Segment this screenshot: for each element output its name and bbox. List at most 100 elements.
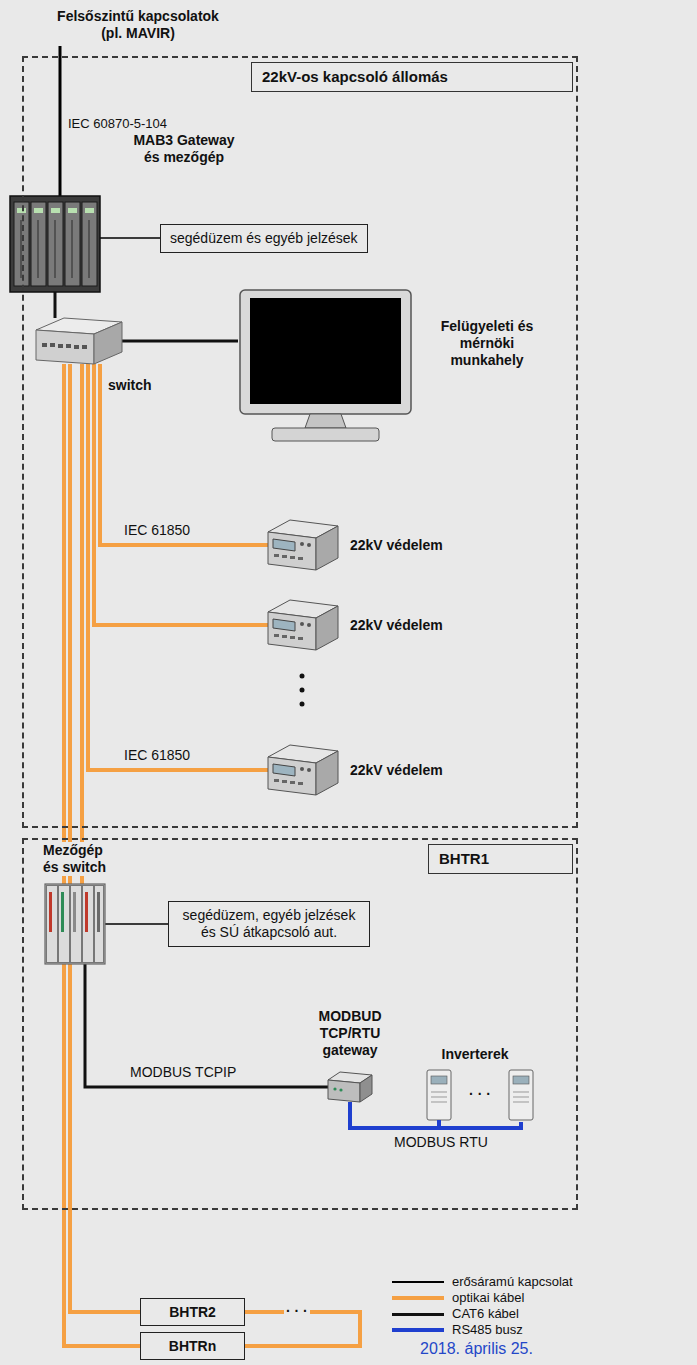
gateway-rack: MAB3 Gateway és mezőgép [10,196,100,292]
icon-part [97,892,100,932]
icon-part [94,322,122,364]
legend-row: erősáramú kapcsolat [392,1274,573,1290]
text-slot: MAB3 Gateway és mezőgép [128,132,240,166]
box-label: segédüzem és egyéb jelzések [170,230,358,247]
icon-part [305,414,346,428]
protection-relay: 22kV védelem [268,600,338,650]
label-slot: 2018. április 25. [420,1339,533,1358]
legend-swatch [392,1313,444,1316]
legend-swatch [392,1281,444,1283]
text-slot: · · · [455,1086,505,1103]
icon-part [65,202,80,286]
label-slot: MODBUS TCPIP [128,1064,238,1081]
network-switch: switch [36,318,122,364]
icon-part [427,1070,451,1120]
signal-box: segédüzem, egyéb jelzések és SÚ átkapcso… [168,901,370,947]
icon-part [82,202,97,286]
icon-part [45,884,105,964]
connector [105,923,168,925]
connector [80,364,84,884]
field-rack: Mezőgép és switch [45,884,105,964]
icon-part [38,220,39,278]
device-label: 22kV védelem [350,537,443,554]
relay-icon [268,520,338,570]
text-slot: 22kV védelem [350,536,480,554]
icon-part [360,1075,372,1102]
icon-part [85,892,88,932]
icon-part [72,220,73,278]
icon-part [66,344,71,348]
icon-part [49,892,52,932]
icon-part [431,1092,447,1093]
label-slot: IEC 60870-5-104 [68,116,167,132]
icon-part [36,330,94,364]
legend: erősáramú kapcsolatoptikai kábelCAT6 káb… [392,1274,573,1338]
icon-part [95,886,104,963]
text-slot: Inverterek [430,1046,520,1063]
label-slot: MODBUS RTU [392,1134,490,1151]
legend-row: optikai kábel [392,1290,573,1306]
icon-part [272,428,379,441]
device-label: 22kV védelem [350,617,443,634]
icon-part [513,1092,529,1093]
area-heading: BHTR1 [428,844,573,874]
icon-part [328,1080,360,1102]
icon-part [73,892,76,932]
text-slot: switch [108,376,168,394]
protection-relay: 22kV védelem [268,745,338,795]
icon-part [59,886,70,963]
text-slot: 22kV védelem [350,616,480,634]
bhtr-area: BHTR1Mezőgép és switchsegédüzem, egyéb j… [22,838,578,1210]
protocol-label: MODBUS TCPIP [128,1064,238,1081]
substation-area: 22kV-os kapcsoló állomásMAB3 Gateway és … [22,56,578,828]
bhtr-box: BHTR2 [140,1298,245,1326]
icon-part [48,202,63,286]
icon-part [509,1070,533,1120]
legend-text: optikai kábel [452,1290,524,1306]
icon-part [51,208,60,213]
switch-icon [36,318,122,364]
box-label: BHTR2 [169,1304,216,1321]
continuation-dots [300,674,305,707]
icon-part [58,344,63,348]
connector [122,340,238,343]
protocol-label: MODBUS RTU [392,1134,490,1151]
device-label: · · · [455,1086,505,1103]
icon-part [431,1076,447,1084]
icon-part [74,345,79,349]
legend-text: erősáramú kapcsolat [452,1274,573,1290]
legend-row: CAT6 kábel [392,1306,573,1322]
icon-part [250,298,401,404]
icon-part [55,220,56,278]
icon-part [71,886,82,963]
text-slot: Mezőgép és switch [43,842,115,876]
icon-part [82,345,87,349]
icon-part [333,1087,336,1090]
icon-part [300,674,305,679]
icon-part [513,1102,529,1103]
icon-part [50,343,55,347]
connector [100,237,160,239]
inverter-icon [509,1070,533,1120]
monitor-icon [240,290,411,441]
protocol-label: · · · [284,1303,310,1320]
legend-text: RS485 busz [452,1322,523,1338]
workstation: Felügyeleti és mérnöki munkahely [238,288,413,443]
icon-part [513,1097,529,1098]
relay-icon [268,745,338,795]
connector [85,964,328,1087]
icon-part [300,702,305,707]
date-note: 2018. április 25. [420,1339,533,1358]
signal-box: segédüzem és egyéb jelzések [160,224,368,253]
legend-text: CAT6 kábel [452,1306,519,1322]
protocol-gateway: MODBUD TCP/RTU gateway [328,1072,372,1102]
device-label: MODBUD TCP/RTU gateway [300,1008,400,1059]
icon-part [85,208,94,213]
icon-part [61,892,64,932]
protocol-label: IEC 60870-5-104 [68,116,167,132]
external-link-label: Felsőszintű kapcsolatok (pl. MAVIR) [48,8,228,42]
